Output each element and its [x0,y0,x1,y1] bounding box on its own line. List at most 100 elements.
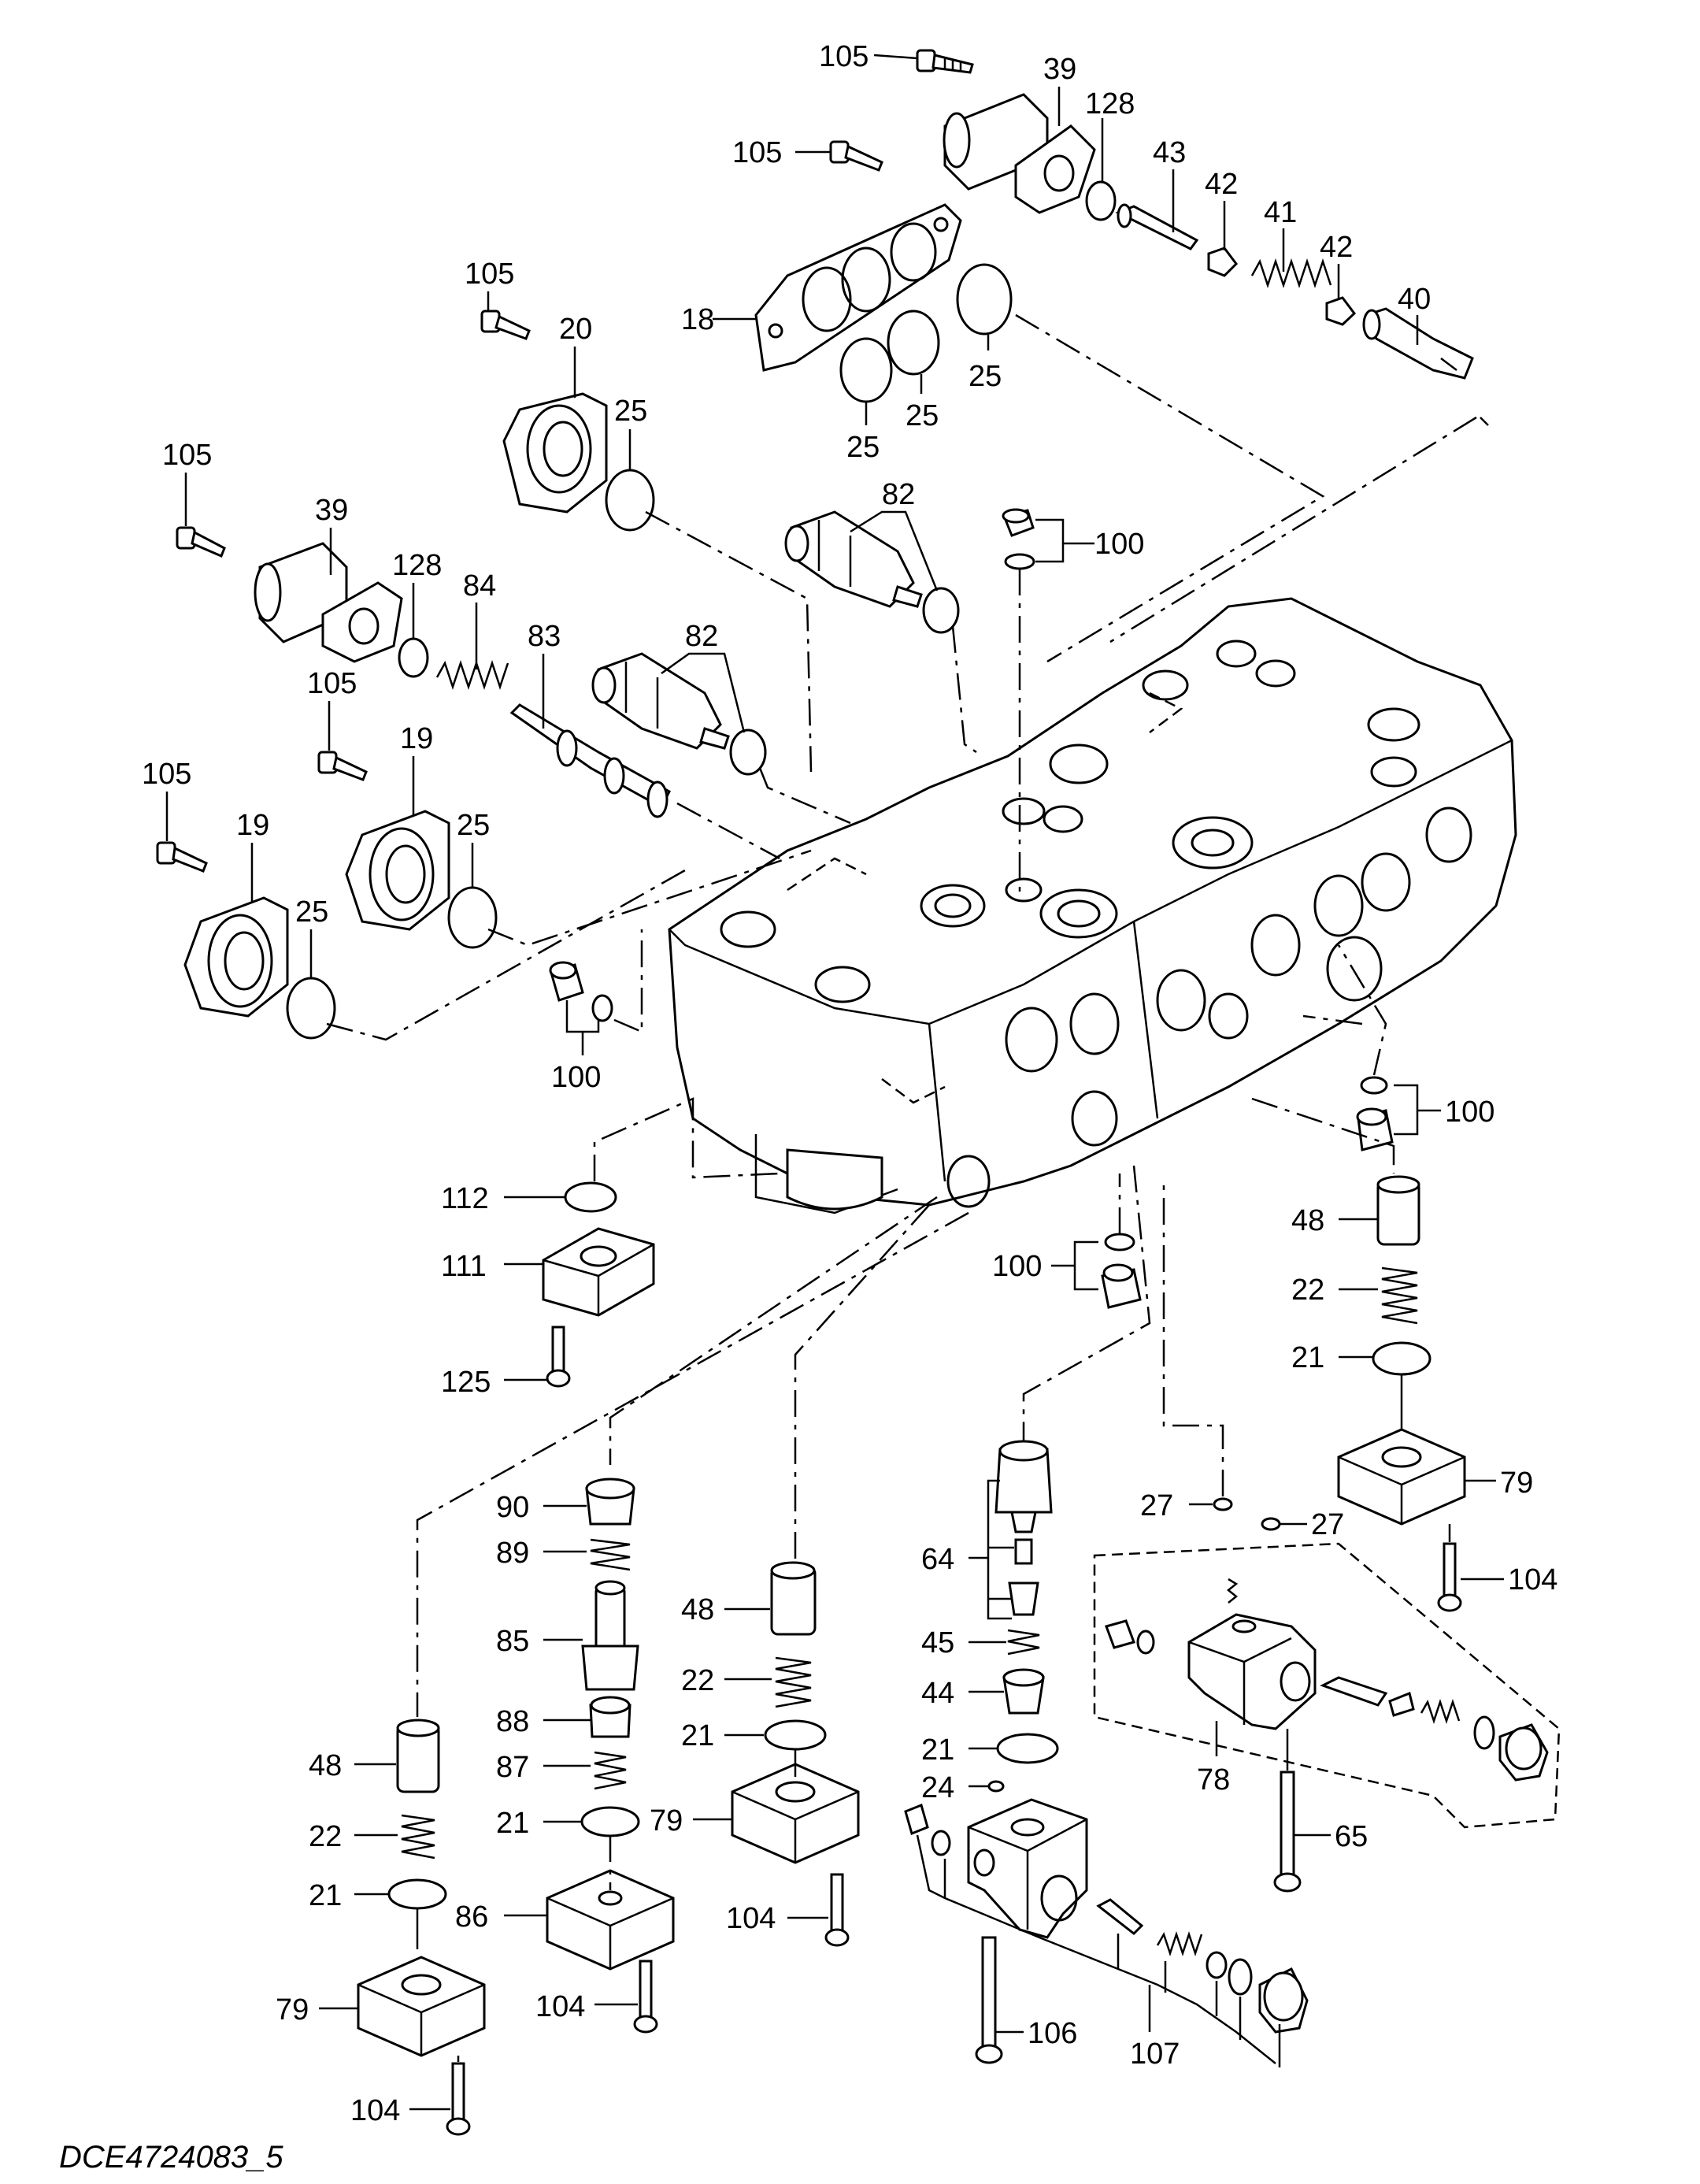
spring-89 [590,1538,631,1571]
callout-82-lower: 82 [685,620,718,653]
o-ring-65-a [931,1830,951,1856]
plug-100-right [1356,1076,1394,1151]
o-ring-25-d [605,469,655,532]
o-ring-112 [564,1181,617,1213]
bolt-104-mid-left [633,1960,658,2034]
cover-79-center [731,1763,860,1864]
callout-79-center: 79 [650,1804,683,1837]
callout-83: 83 [528,620,561,653]
plug-100-top [1002,508,1035,570]
drawing-reference: DCE4724083_5 [59,2140,283,2175]
callout-100-right: 100 [1445,1096,1494,1129]
o-ring-25-c [956,263,1013,336]
callout-18: 18 [681,303,714,336]
callout-90: 90 [496,1491,529,1524]
spring-22-right [1381,1266,1418,1325]
spool-83 [509,703,671,818]
solenoid-39-top [943,93,1096,214]
callout-45: 45 [921,1626,954,1659]
callout-20: 20 [559,313,592,346]
callout-24: 24 [921,1771,954,1804]
callout-25-a: 25 [846,431,880,464]
callout-105-e: 105 [307,667,357,700]
valve-64-upper [994,1440,1053,1533]
pin-43 [1115,203,1199,250]
callout-100-left: 100 [551,1061,601,1094]
callout-64: 64 [921,1543,954,1576]
o-ring-65-b [1228,1958,1253,1996]
callout-21-c: 21 [496,1807,529,1840]
spring-84 [435,660,509,690]
callout-22-right: 22 [1291,1274,1324,1307]
callout-105-d: 105 [162,439,212,472]
callout-39-left: 39 [315,494,348,527]
relief-valve-82-upper [784,510,923,608]
callout-42b: 42 [1320,231,1353,264]
o-ring-21-c [580,1806,640,1837]
callout-87: 87 [496,1751,529,1784]
spring-41 [1250,258,1332,288]
callout-19-a: 19 [400,722,433,755]
callout-22-left: 22 [309,1820,342,1853]
o-ring-21-d [996,1733,1059,1764]
o-ring-21-left [387,1878,447,1910]
spring-65 [1156,1931,1203,1956]
callout-105-b: 105 [732,136,782,169]
flange-20 [502,392,608,514]
bolt-105-d [176,526,226,558]
callout-79-right: 79 [1500,1467,1533,1500]
callout-42: 42 [1205,168,1238,201]
callout-100: 100 [1094,528,1144,561]
bolt-125 [546,1326,571,1388]
bolt-105-top [916,49,974,74]
callout-25-f: 25 [295,895,328,929]
callout-39: 39 [1043,53,1076,86]
callout-22-center: 22 [681,1664,714,1697]
bolt-104-left [446,2062,471,2136]
callout-41: 41 [1264,196,1297,229]
bolt-106 [975,1936,1003,2064]
callout-111: 111 [441,1250,487,1283]
valve-64-lower [1008,1581,1039,1616]
spring-22-left [401,1814,435,1860]
cover-79-left [357,1956,486,2057]
callout-105-c: 105 [465,258,514,291]
callout-85: 85 [496,1625,529,1658]
callout-25-e: 25 [457,809,490,842]
callout-27-b: 27 [1311,1508,1344,1541]
callout-104-right: 104 [1508,1563,1557,1596]
cover-plate-18 [754,203,962,372]
plunger-48-left [396,1719,440,1793]
callout-128: 128 [1085,87,1135,121]
callout-86: 86 [455,1900,488,1934]
flange-19-a [345,810,450,931]
o-ring-21-right [1372,1341,1431,1376]
callout-25-b: 25 [906,399,939,432]
callout-25-c: 25 [969,360,1002,393]
plug-100-mid [1101,1233,1142,1309]
control-valve-body [668,597,1517,1214]
plunger-48-center [770,1561,817,1636]
plug-78-a [1105,1619,1135,1649]
o-ring-25-b [887,310,940,376]
flange-111 [542,1227,655,1317]
spring-pack-78 [1226,1578,1549,1782]
spring-22-center [775,1656,812,1708]
o-ring-128-left [398,637,429,678]
bolt-105-b [829,140,883,172]
callout-21-center: 21 [681,1719,714,1752]
spool-40 [1362,307,1474,380]
callout-104-left: 104 [350,2094,400,2127]
washer-65 [1206,1951,1228,1979]
bolt-105-f [156,841,208,873]
o-ring-78-a [1136,1630,1155,1655]
valve-block-78 [1187,1613,1317,1730]
callout-82: 82 [882,478,915,511]
assembly-78-boundary [1093,1542,1561,1829]
o-ring-25-f [286,977,336,1040]
spring-45 [1007,1629,1040,1656]
bolt-105-c [480,310,531,340]
callout-128-left: 128 [392,549,442,582]
o-ring-27-a [1213,1497,1233,1511]
